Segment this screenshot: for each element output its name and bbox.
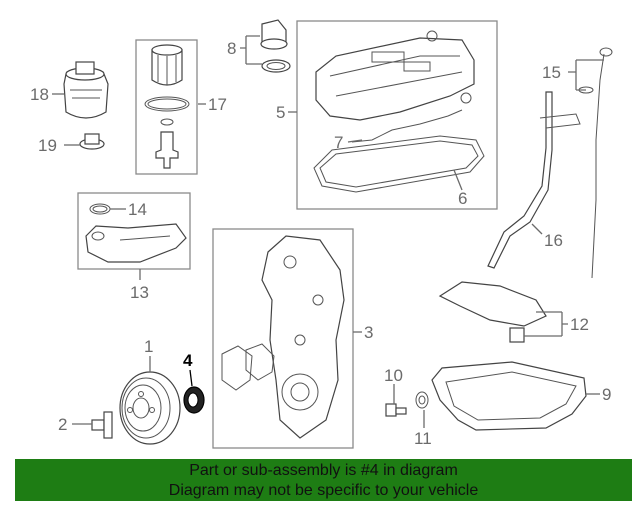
part-9-oil-pan[interactable] (431, 361, 587, 431)
callout-12: 12 (570, 315, 589, 334)
leader-16 (531, 223, 543, 235)
callout-19: 19 (38, 136, 57, 155)
callout-10: 10 (384, 366, 403, 385)
leader-12 (524, 311, 568, 337)
part-8-oil-filler-cap[interactable] (260, 19, 291, 73)
part-7-breather-hose[interactable] (351, 109, 463, 143)
callout-7: 7 (334, 133, 343, 152)
part-2-pulley-bolt[interactable] (91, 411, 113, 439)
callout-4: 4 (183, 351, 193, 370)
leader-15 (568, 59, 604, 91)
part-11-drain-plug-gasket[interactable] (415, 391, 429, 409)
leader-8 (240, 35, 262, 65)
callout-5: 5 (276, 103, 285, 122)
part-10-oil-pan-drain-plug[interactable] (385, 403, 407, 417)
leader-6 (453, 169, 463, 191)
part-6-head-cover-gasket[interactable] (313, 135, 485, 193)
info-banner: Part or sub-assembly is #4 in diagram Di… (15, 459, 632, 501)
callout-3: 3 (364, 323, 373, 342)
part-14-gasket[interactable] (89, 203, 111, 215)
part-15-oil-dipstick[interactable] (578, 47, 613, 279)
box-cylinder-head-cover (296, 20, 498, 210)
part-5-cylinder-head-cover[interactable] (315, 30, 475, 121)
part-18-oil-filter-cap[interactable] (63, 61, 109, 119)
part-4-crankshaft-oil-seal[interactable] (183, 386, 205, 414)
part-13-baffle-plate[interactable] (85, 223, 187, 263)
box-oil-filter-kit (135, 39, 198, 175)
callout-6: 6 (458, 189, 467, 208)
part-19-drain-plug[interactable] (79, 133, 105, 150)
callout-18: 18 (30, 85, 49, 104)
callout-11: 11 (414, 429, 432, 448)
box-timing-cover (212, 228, 354, 449)
callout-2: 2 (58, 415, 67, 434)
leader-4 (189, 369, 193, 387)
callout-17: 17 (208, 95, 227, 114)
part-12-oil-strainer[interactable] (438, 281, 547, 343)
callout-14: 14 (128, 200, 147, 219)
part-17-oil-filter-element[interactable] (144, 44, 190, 169)
banner-line-part-info: Part or sub-assembly is #4 in diagram (189, 462, 458, 479)
callout-9: 9 (602, 385, 611, 404)
callout-13: 13 (130, 283, 149, 302)
callout-8: 8 (227, 39, 236, 58)
part-1-crankshaft-pulley[interactable] (119, 371, 181, 445)
leader-7 (347, 139, 363, 143)
part-3-timing-chain-cover[interactable] (221, 235, 345, 439)
callout-1: 1 (144, 337, 153, 356)
banner-line-disclaimer: Diagram may not be specific to your vehi… (168, 482, 479, 499)
callout-15: 15 (542, 63, 561, 82)
box-oil-pan-baffle (77, 192, 191, 270)
part-16-dipstick-guide[interactable] (487, 91, 581, 269)
callout-16: 16 (544, 231, 563, 250)
